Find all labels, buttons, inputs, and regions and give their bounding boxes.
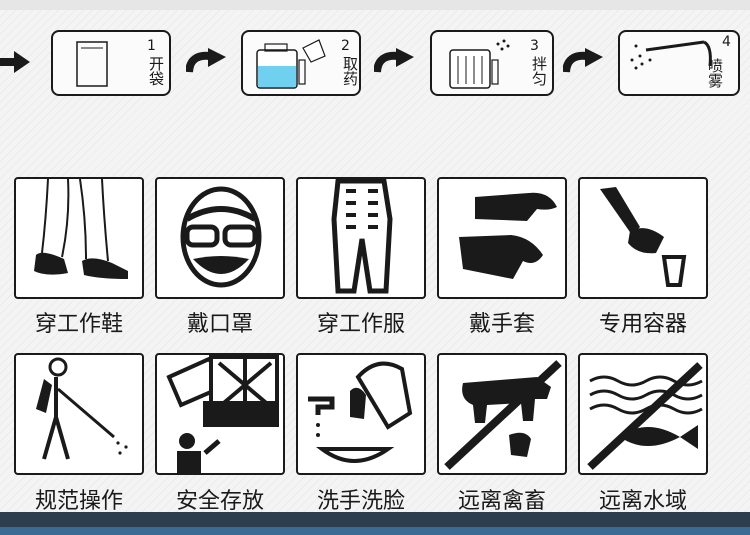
wash-hands-face-icon [308, 361, 413, 463]
bag-icon [76, 41, 108, 87]
step-number: 3 [530, 38, 539, 54]
rule-label: 洗手洗脸 [316, 489, 405, 514]
card-work-shoes [14, 177, 144, 299]
step-number: 2 [341, 38, 350, 54]
step-open-bag: 1 开袋 [51, 30, 171, 96]
flow-arrow-start [0, 51, 30, 73]
rule-label: 规范操作 [34, 489, 123, 514]
flow-arrow-1 [186, 48, 226, 73]
rule-label: 远离禽畜 [457, 489, 546, 514]
bottom-bar [0, 512, 750, 535]
step-stir: 3 拌匀 [430, 30, 554, 96]
rule-label: 远离水域 [598, 489, 687, 514]
card-gloves [437, 177, 567, 299]
card-container [578, 177, 708, 299]
gloves-icon [459, 192, 557, 279]
card-spraying [14, 353, 144, 475]
flow-arrow-2 [374, 48, 414, 73]
no-livestock-icon [444, 360, 562, 470]
step-take-medicine: 2 取药 [241, 30, 361, 96]
card-no-water [578, 353, 708, 475]
rule-label: 专用容器 [598, 312, 687, 337]
flow-arrow-3 [563, 48, 603, 73]
card-no-livestock [437, 353, 567, 475]
step-label: 喷雾 [706, 58, 724, 88]
safe-storage-icon [166, 355, 279, 473]
rule-label: 穿工作服 [316, 312, 405, 337]
spray-nozzle-icon [630, 40, 712, 70]
step-number: 1 [147, 38, 156, 54]
spraying-person-icon [36, 357, 128, 460]
step-label: 取药 [341, 56, 359, 86]
step-label: 拌匀 [530, 56, 548, 86]
card-work-clothes [296, 177, 426, 299]
work-shoes-icon [34, 179, 128, 279]
step-label: 开袋 [147, 56, 165, 86]
rule-label: 穿工作鞋 [34, 312, 123, 337]
work-clothes-icon [331, 179, 393, 294]
rule-label: 戴手套 [468, 312, 535, 337]
dedicated-container-icon [600, 187, 687, 287]
rule-label: 戴口罩 [186, 312, 253, 337]
step-number: 4 [722, 34, 731, 50]
rule-label: 安全存放 [175, 489, 264, 514]
card-mask [155, 177, 285, 299]
no-water-icon [587, 362, 703, 470]
sprayer-fill-icon [256, 39, 326, 89]
top-band [0, 0, 750, 10]
card-wash [296, 353, 426, 475]
step-spray: 4 喷雾 [618, 30, 740, 96]
card-storage [155, 353, 285, 475]
stirring-sprayer-icon [449, 39, 510, 89]
mask-goggles-icon [180, 186, 262, 288]
